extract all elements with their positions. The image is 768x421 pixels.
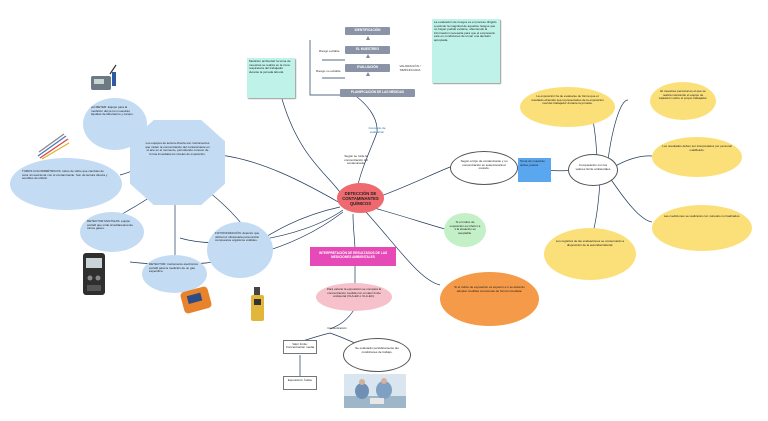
note-text: Medición ambiental: la toma de muestras … (249, 59, 291, 74)
green-circle: Si el índice de exposición es inferior a… (444, 213, 486, 247)
circle-tubes: TUBOS COLORIMÉTRICOS: tubos de vidrio qu… (10, 158, 122, 210)
yellow-ellipse-4: Las mediciones se realizarán con métodos… (652, 205, 752, 251)
flow-step-planificacion: PLANIFICACIÓN DE LAS MEDIDAS PREVENTIVAS (340, 89, 415, 101)
flow-side-label-no-evitable: Riesgo no evitable (316, 69, 341, 73)
box-a: Valor límite: Concentración media (283, 340, 317, 354)
ph-meter-image (91, 64, 117, 90)
hexagon-text: Los equipos de lectura directa son instr… (145, 141, 210, 156)
yellow-ellipse-1: La exposición ha de evaluarse de forma q… (520, 87, 615, 127)
flow-step-label: EL MUESTREO (356, 47, 379, 51)
box-a-text: Valor límite: Concentración media (285, 341, 315, 350)
interpretacion-title: INTERPRETACIÓN DE RESULTADOS DE LAS MEDI… (318, 251, 388, 259)
cloud-bottom: Se evaluarán periódicamente las condicio… (343, 338, 411, 372)
circle-text: DETECTOR MULTIGAS: equipo portátil que m… (87, 219, 133, 231)
pink-ellipse-text: Para valorar la exposición se compara la… (326, 287, 382, 299)
blue-box-text: Toma de muestras: activa, pasiva (520, 159, 546, 167)
flow-step-label: IDENTIFICACIÓN (354, 28, 381, 32)
yellow-ellipse-2: El muestreo personal es el que se realiz… (650, 82, 716, 120)
yellow-text: El muestreo personal es el que se realiz… (658, 89, 708, 101)
flow-step-muestreo: EL MUESTREO (345, 46, 390, 54)
multigas-detector-image (83, 253, 105, 295)
orange-circle: Si el índice de exposición es superior a… (440, 272, 539, 326)
cloud-left-method: Según el tipo de contaminante y su conce… (450, 151, 518, 185)
pink-ellipse: Para valorar la exposición se compara la… (316, 283, 392, 311)
yellow-text: Los registros de las evaluaciones se con… (555, 239, 625, 247)
lab-photo-image (344, 374, 406, 408)
central-topic: DETECCIÓN DE CONTAMINANTES QUÍMICOS (337, 183, 384, 213)
interpretacion-box: INTERPRETACIÓN DE RESULTADOS DE LAS MEDI… (310, 247, 396, 266)
note-text: La evaluación de riesgos es el proceso d… (434, 20, 497, 42)
cloud-text: Comparación con los valores límite ambie… (575, 163, 611, 171)
pid-detector-image (251, 287, 264, 321)
green-circle-text: Si el índice de exposición es inferior a… (449, 220, 481, 235)
blue-box: Toma de muestras: activa, pasiva (518, 158, 551, 182)
circle-text: TUBOS COLORIMÉTRICOS: tubos de vidrio qu… (22, 169, 108, 181)
flow-step-evaluacion: EVALUACIÓN (345, 64, 390, 72)
yellow-ellipse-3: Los resultados deben ser interpretados p… (652, 137, 742, 177)
conclusion-label: Concentración (327, 327, 347, 330)
box-b: Exposición: Índice (283, 376, 317, 390)
note-flow: La evaluación de riesgos es el proceso d… (432, 19, 500, 83)
yellow-text: Las mediciones se realizarán con métodos… (663, 214, 741, 218)
concept-small: Concepto de evaluación (368, 127, 386, 134)
yellow-text: La exposición ha de evaluarse de forma q… (531, 94, 604, 106)
cloud-text: Según el tipo de contaminante y su conce… (460, 159, 508, 171)
circle-text: FOTOIONIZACIÓN: detector que utiliza luz… (215, 231, 260, 243)
circle-pid: FOTOIONIZACIÓN: detector que utiliza luz… (207, 222, 273, 278)
note-top-left: Medición ambiental: la toma de muestras … (247, 58, 295, 98)
flow-right-label: VALORACIÓN / SIMPLIFICADA (399, 64, 421, 72)
flow-step-label: PLANIFICACIÓN DE LAS MEDIDAS PREVENTIVAS (350, 90, 405, 101)
single-gas-detector-image (180, 286, 212, 314)
circle-text: pH METER: Equipo para la medición del pH… (91, 105, 134, 117)
yellow-ellipse-5: Los registros de las evaluaciones se con… (544, 228, 636, 280)
flow-step-label: EVALUACIÓN (357, 65, 378, 69)
concept-label: Según se mide la concentración del conta… (344, 155, 368, 166)
cloud-right-compare: Comparación con los valores límite ambie… (568, 154, 618, 186)
central-topic-title: DETECCIÓN DE CONTAMINANTES QUÍMICOS (342, 190, 379, 206)
circle-text: DETECTOR: instrumento electrónico portát… (149, 262, 199, 274)
yellow-text: Los resultados deben ser interpretados p… (662, 144, 732, 152)
box-b-text: Exposición: Índice (287, 377, 313, 382)
hexagon-main: Los equipos de lectura directa son instr… (130, 120, 225, 205)
flow-side-label-evitable: Riesgo evitable (319, 49, 340, 53)
flow-step-identificacion: IDENTIFICACIÓN (345, 27, 390, 35)
circle-ph-meter: pH METER: Equipo para la medición del pH… (83, 98, 147, 150)
circle-detector-multi: DETECTOR MULTIGAS: equipo portátil que m… (80, 212, 144, 252)
circle-detector-single: DETECTOR: instrumento electrónico portát… (142, 255, 207, 293)
orange-circle-text: Si el índice de exposición es superior a… (454, 285, 525, 293)
cloud-bottom-text: Se evaluarán periódicamente las condicio… (355, 346, 399, 354)
tubes-image (37, 133, 70, 160)
